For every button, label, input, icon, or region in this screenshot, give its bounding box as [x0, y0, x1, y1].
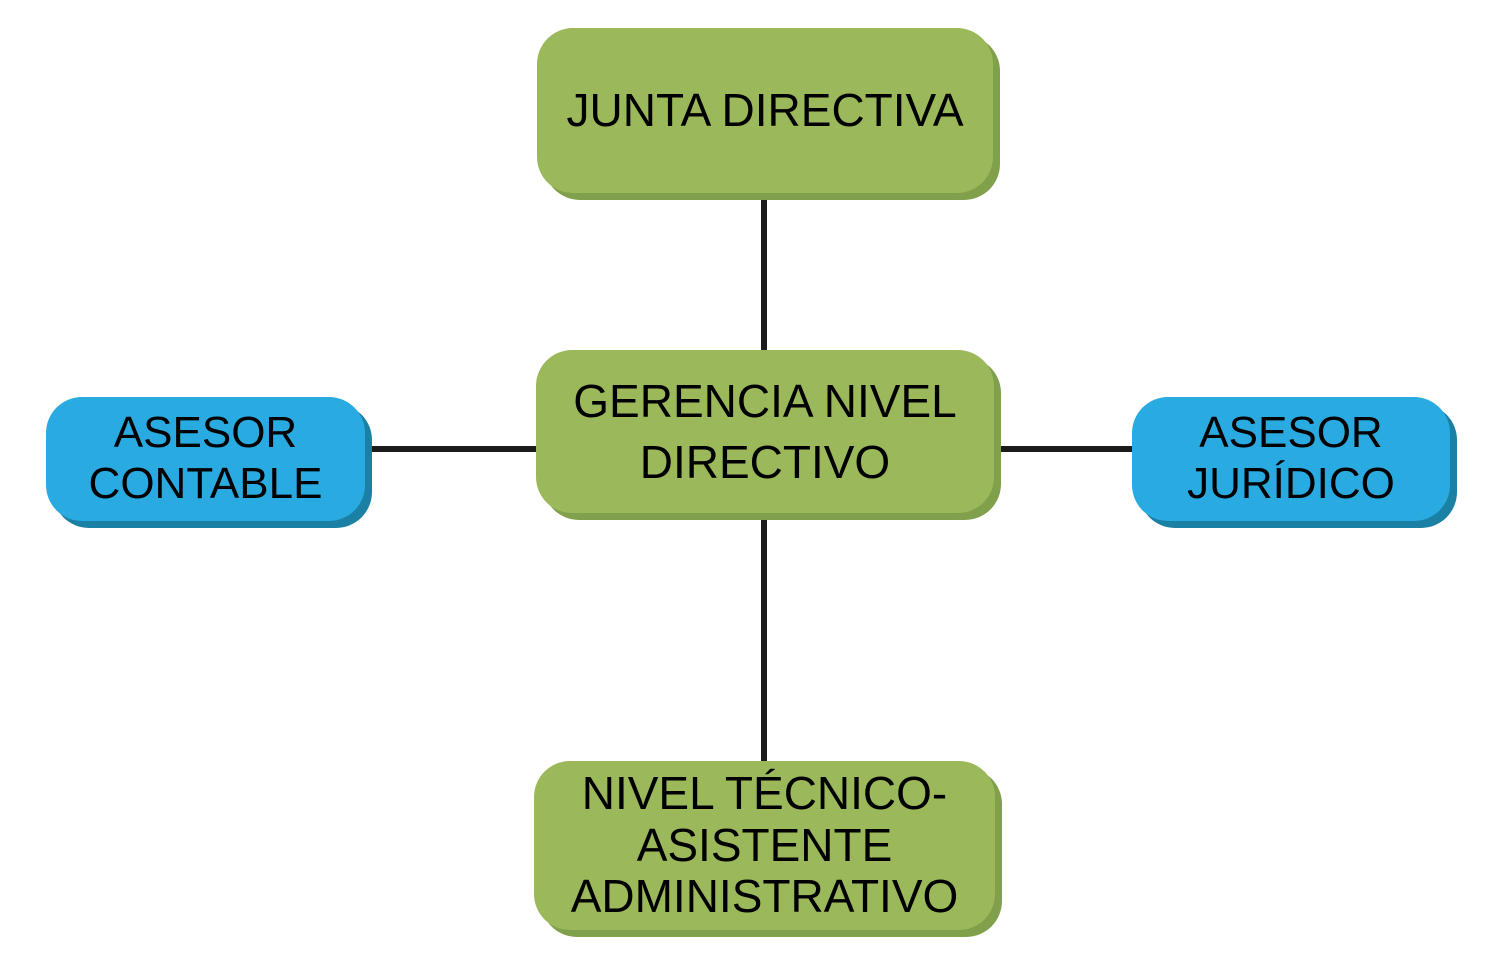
node-nivel-tecnico-asistente-administrativo-label: NIVEL TÉCNICO- ASISTENTE ADMINISTRATIVO — [570, 766, 959, 923]
node-nivel-tecnico-asistente-administrativo: NIVEL TÉCNICO- ASISTENTE ADMINISTRATIVO — [534, 761, 995, 930]
node-gerencia-nivel-directivo: GERENCIA NIVEL DIRECTIVO — [536, 350, 994, 513]
node-gerencia-nivel-directivo-label: GERENCIA NIVEL DIRECTIVO — [573, 374, 957, 488]
connector-gerencia-to-asesor-juridico — [992, 446, 1135, 452]
node-asesor-contable-label: ASESOR CONTABLE — [88, 408, 323, 508]
node-asesor-juridico: ASESOR JURÍDICO — [1132, 397, 1450, 521]
node-junta-directiva: JUNTA DIRECTIVA — [537, 28, 993, 193]
node-asesor-juridico-label: ASESOR JURÍDICO — [1187, 408, 1395, 508]
node-junta-directiva-label: JUNTA DIRECTIVA — [566, 84, 964, 137]
connector-junta-to-gerencia — [761, 190, 767, 353]
node-asesor-contable: ASESOR CONTABLE — [46, 397, 365, 521]
connector-gerencia-to-nivel-tecnico — [761, 511, 767, 764]
connector-asesor-contable-to-gerencia — [363, 446, 539, 452]
